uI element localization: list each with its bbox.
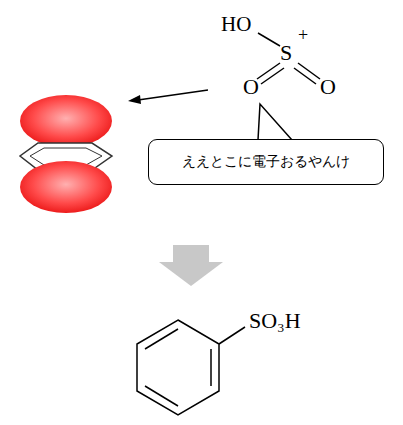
bubble-tail xyxy=(258,104,292,140)
substituent-bond xyxy=(219,327,245,344)
pi-cloud xyxy=(20,161,112,213)
reaction-arrow xyxy=(173,245,209,263)
group-label: SO₃H xyxy=(249,310,301,332)
attack-arrow xyxy=(138,90,208,100)
bond xyxy=(257,63,280,79)
bubble-text: ええとこに電子おるやんけ xyxy=(182,153,350,171)
pi-cloud xyxy=(20,95,112,147)
double-bond xyxy=(210,349,212,386)
atom-label: O xyxy=(320,76,336,98)
bond xyxy=(258,33,280,46)
reaction-arrow-head xyxy=(159,262,223,286)
benzene-ring xyxy=(137,320,219,415)
double-bond xyxy=(145,329,178,349)
double-bond xyxy=(145,386,178,406)
atom-label: HO xyxy=(221,14,251,35)
bond xyxy=(294,68,316,84)
speech-bubble: ええとこに電子おるやんけ xyxy=(148,139,384,185)
atom-label: S xyxy=(280,42,292,64)
arrow-head xyxy=(128,95,141,104)
bond xyxy=(298,63,320,79)
atom-label: O xyxy=(243,76,259,98)
bond xyxy=(261,68,284,84)
charge: + xyxy=(298,26,308,44)
